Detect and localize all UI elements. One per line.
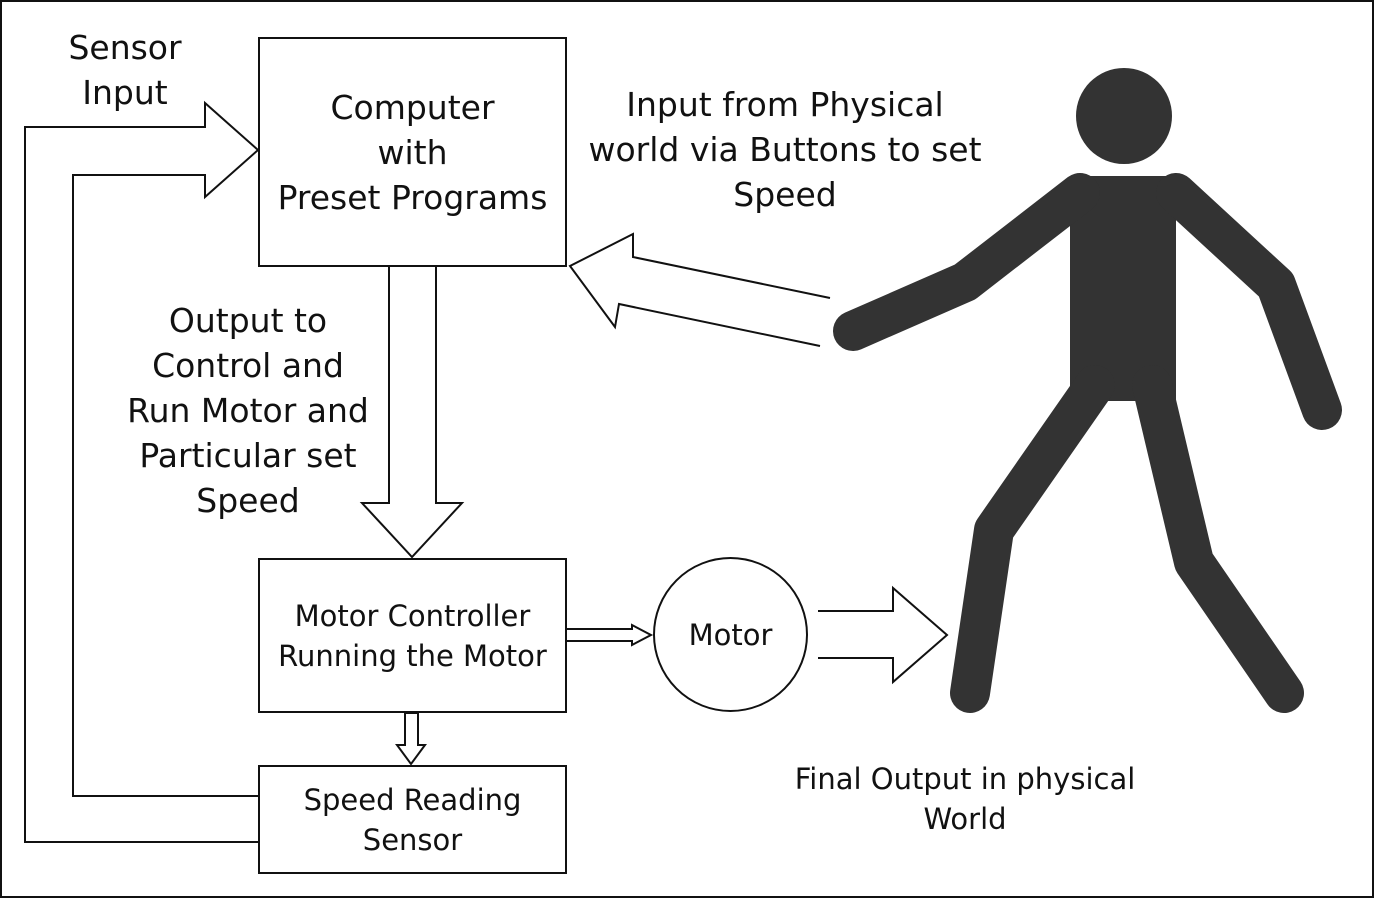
final-output-label: Final Output in physical World [780,759,1150,839]
speed-sensor-box: Speed Reading Sensor [258,765,567,874]
motor-controller-line-1: Motor Controller [294,598,531,633]
motor-circle: Motor [653,557,808,712]
output-label-line-5: Speed [196,481,300,520]
sensor-input-line-2: Input [82,73,168,112]
input-physical-line-1: Input from Physical [626,85,944,124]
input-physical-line-2: world via Buttons to set [588,130,982,169]
final-output-line-1: Final Output in physical [794,762,1136,796]
speed-sensor-line-2: Sensor [362,822,463,857]
motor-output-arrow [818,585,949,685]
motor-label: Motor [688,617,773,652]
button-input-arrow [568,232,831,347]
motor-controller-box: Motor Controller Running the Motor [258,558,567,713]
output-label-line-3: Run Motor and [127,391,369,430]
computer-box-line-2: with [377,132,448,172]
controller-to-sensor-arrow [395,712,427,766]
computer-box-line-3: Preset Programs [277,177,548,217]
sensor-input-label: Sensor Input [20,25,230,115]
computer-box-line-1: Computer [330,87,495,127]
speed-sensor-line-1: Speed Reading [303,782,522,817]
person-figure-icon [833,68,1342,713]
input-physical-line-3: Speed [733,175,837,214]
output-label-line-1: Output to [168,301,328,340]
computer-box: Computer with Preset Programs [258,37,567,267]
final-output-line-2: World [923,802,1007,836]
motor-controller-line-2: Running the Motor [278,638,547,673]
output-label-line-2: Control and [152,346,344,385]
controller-to-motor-arrow [567,623,654,647]
output-down-arrow [359,265,465,559]
output-to-control-label: Output to Control and Run Motor and Part… [108,298,388,523]
input-physical-label: Input from Physical world via Buttons to… [580,82,990,217]
sensor-input-line-1: Sensor [68,28,182,67]
output-label-line-4: Particular set [139,436,357,475]
